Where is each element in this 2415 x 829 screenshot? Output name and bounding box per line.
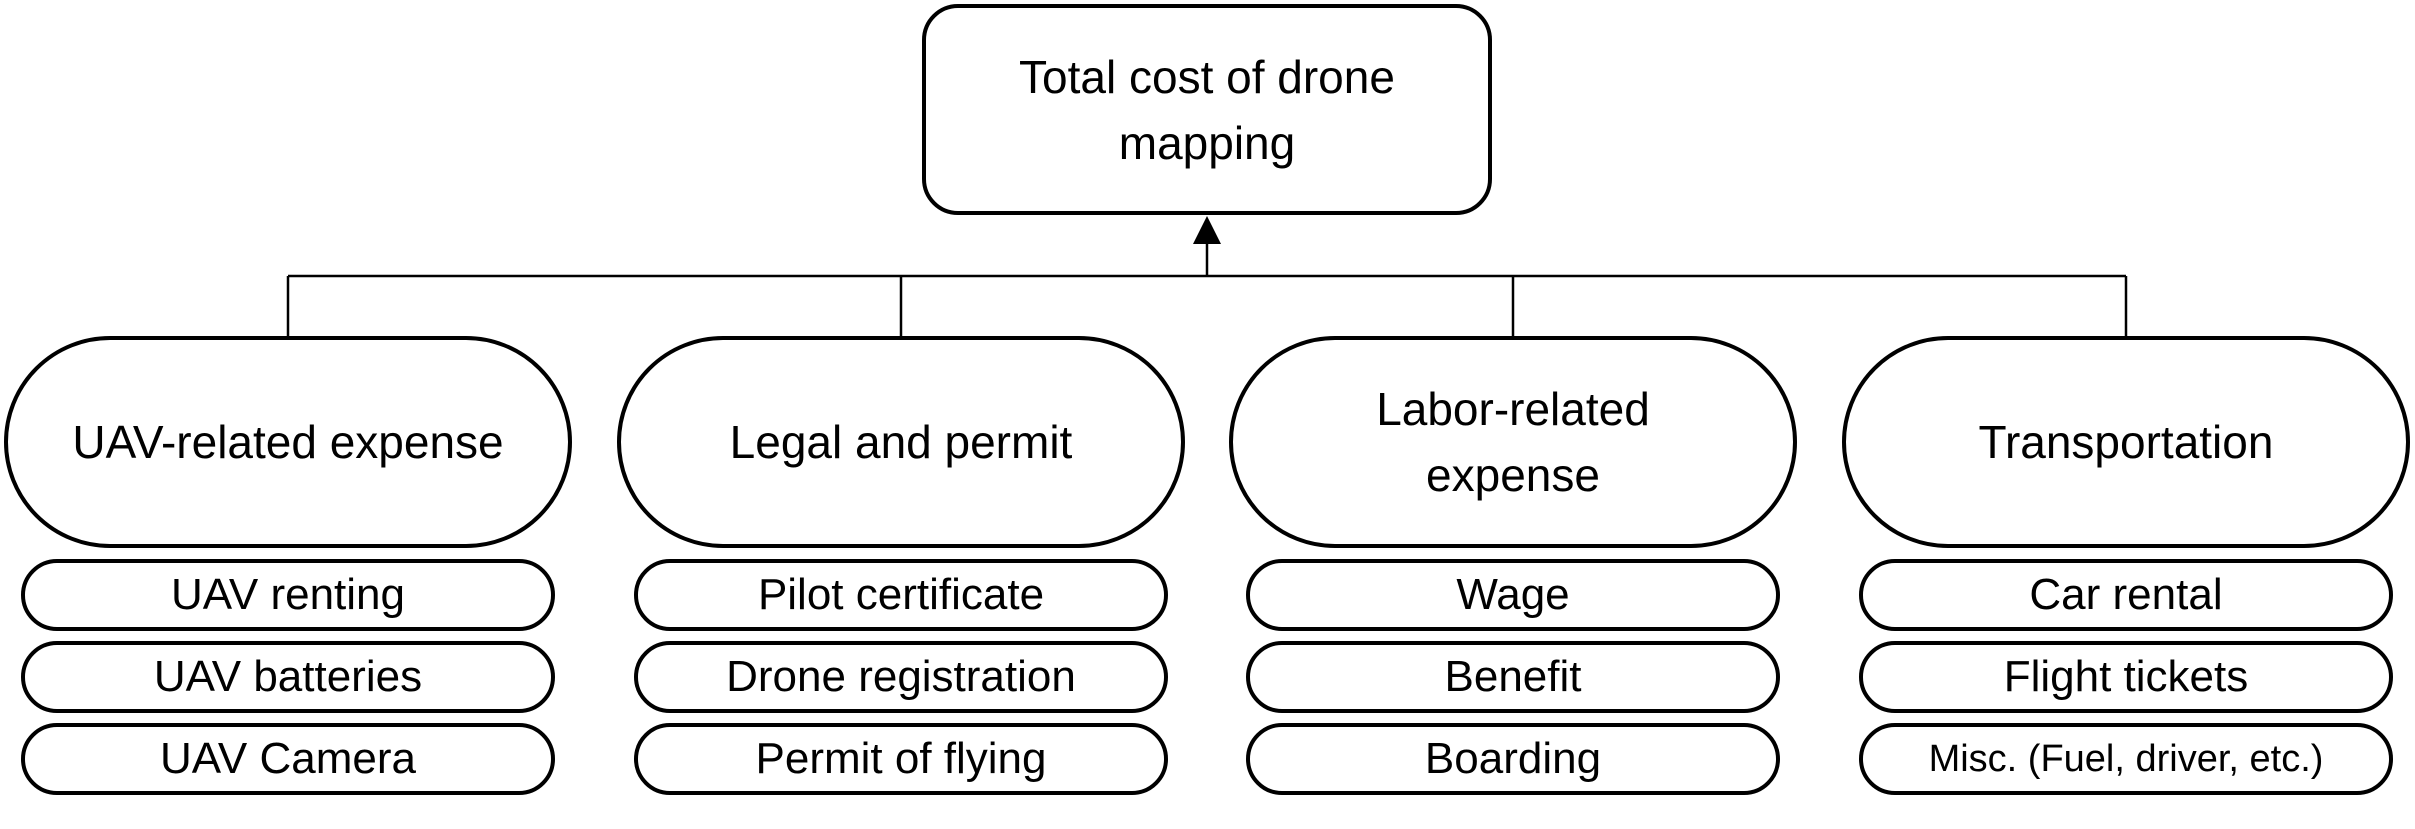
item-node: Permit of flying [634, 723, 1168, 795]
category-label: Labor-related expense [1376, 383, 1650, 501]
item-label: UAV renting [171, 570, 405, 619]
item-label: Benefit [1444, 652, 1582, 701]
item-node: Car rental [1859, 559, 2393, 631]
root-label: Total cost of drone mapping [1019, 50, 1395, 169]
item-node: Boarding [1246, 723, 1780, 795]
item-label: Wage [1456, 570, 1570, 619]
item-node: UAV Camera [21, 723, 555, 795]
category-label: Transportation [1978, 416, 2274, 468]
category-node-uav: UAV-related expense [4, 336, 572, 548]
category-node-labor: Labor-related expense [1229, 336, 1797, 548]
item-node: Pilot certificate [634, 559, 1168, 631]
item-node: Benefit [1246, 641, 1780, 713]
category-node-legal: Legal and permit [617, 336, 1185, 548]
item-label: Boarding [1424, 734, 1602, 783]
item-node: UAV batteries [21, 641, 555, 713]
item-node: Wage [1246, 559, 1780, 631]
category-label: Legal and permit [729, 416, 1073, 468]
item-node: Drone registration [634, 641, 1168, 713]
category-node-transport: Transportation [1842, 336, 2410, 548]
item-label: Car rental [2029, 570, 2223, 619]
item-label: Drone registration [726, 652, 1076, 701]
item-label: Permit of flying [755, 734, 1047, 783]
item-label: Flight tickets [2003, 652, 2249, 701]
item-node: UAV renting [21, 559, 555, 631]
item-node: Flight tickets [1859, 641, 2393, 713]
item-label: UAV Camera [160, 734, 416, 783]
category-label: UAV-related expense [72, 416, 504, 468]
item-node: Misc. (Fuel, driver, etc.) [1859, 723, 2393, 795]
item-label: UAV batteries [153, 652, 423, 701]
root-node: Total cost of drone mapping [922, 4, 1492, 215]
item-label: Pilot certificate [757, 570, 1045, 619]
item-label: Misc. (Fuel, driver, etc.) [1928, 738, 2324, 780]
arrowhead-icon [1193, 216, 1221, 244]
